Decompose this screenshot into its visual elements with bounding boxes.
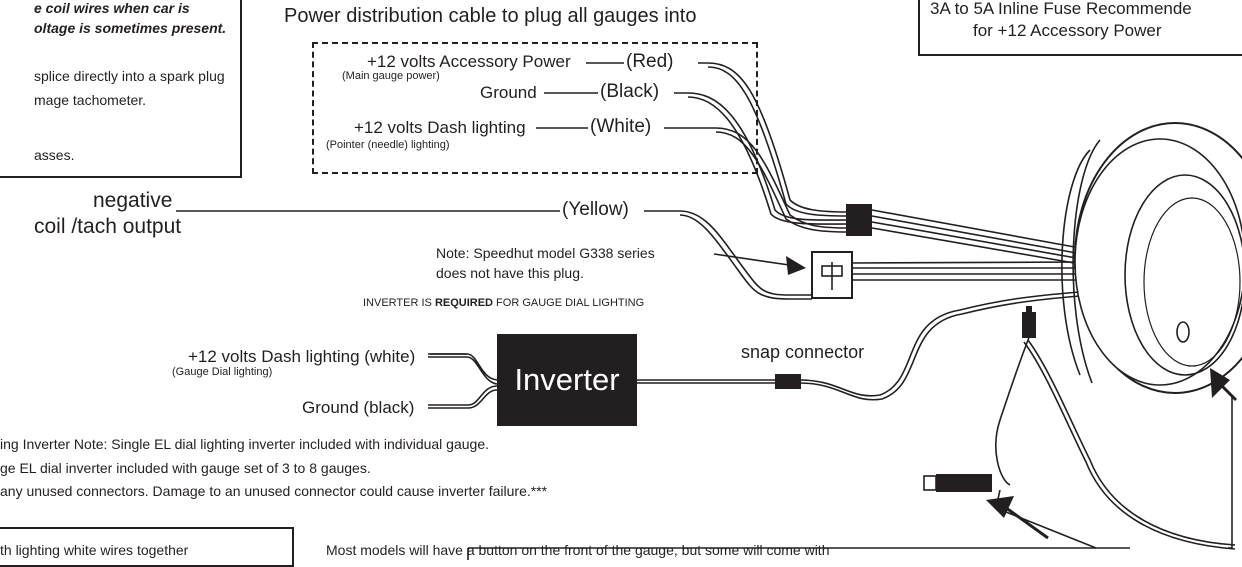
tach-line-1: negative <box>93 189 173 212</box>
inverter-ground-label: Ground (black) <box>302 398 415 417</box>
note-line-2: does not have this plug. <box>436 265 584 281</box>
dash-label: +12 volts Dash lighting <box>354 118 526 137</box>
ground-color: (Black) <box>600 81 660 102</box>
inverter-required-suffix: FOR GAUGE DIAL LIGHTING <box>493 297 645 309</box>
warning-box <box>0 0 242 178</box>
tach-color: (Yellow) <box>562 199 629 220</box>
warning-line-5: asses. <box>34 147 75 163</box>
bottom-left-text: th lighting white wires together <box>0 542 189 558</box>
dash-sub: (Pointer (needle) lighting) <box>326 139 450 151</box>
acc-label: +12 volts Accessory Power <box>367 52 571 71</box>
notes-line-2: ge EL dial inverter included with gauge … <box>0 460 371 476</box>
inverter-required: INVERTER IS REQUIRED FOR GAUGE DIAL LIGH… <box>363 298 644 309</box>
tach-line-2: coil /tach output <box>34 215 182 238</box>
warning-line-3: splice directly into a spark plug <box>34 68 225 84</box>
warning-line-4: mage tachometer. <box>34 92 147 108</box>
inverter-required-prefix: INVERTER IS <box>363 297 435 309</box>
acc-sub: (Main gauge power) <box>342 70 440 82</box>
inverter-block: Inverter <box>497 334 637 426</box>
note-line-1: Note: Speedhut model G338 series <box>436 245 655 261</box>
inverter-required-bold: REQUIRED <box>434 297 493 309</box>
diagram-title: Power distribution cable to plug all gau… <box>284 5 697 27</box>
notes-line-1: ing Inverter Note: Single EL dial lighti… <box>0 436 489 452</box>
ground-label: Ground <box>480 83 537 102</box>
dash-color: (White) <box>590 116 652 137</box>
notes-line-3: any unused connectors. Damage to an unus… <box>0 483 548 499</box>
warning-line-1: e coil wires when car is <box>34 0 190 16</box>
inverter-dash-label: +12 volts Dash lighting (white) <box>188 347 416 366</box>
inverter-dash-sub: (Gauge Dial lighting) <box>172 366 273 378</box>
fuse-box <box>918 0 1242 56</box>
cable-box <box>312 42 758 174</box>
acc-color: (Red) <box>626 51 674 72</box>
fuse-line-1: 3A to 5A Inline Fuse Recommende <box>930 0 1192 18</box>
warning-line-2: oltage is sometimes present. <box>34 20 227 36</box>
snap-connector-label: snap connector <box>741 342 865 362</box>
fuse-line-2: for +12 Accessory Power <box>973 21 1162 40</box>
bottom-right-text: Most models will have a button on the fr… <box>326 542 830 558</box>
